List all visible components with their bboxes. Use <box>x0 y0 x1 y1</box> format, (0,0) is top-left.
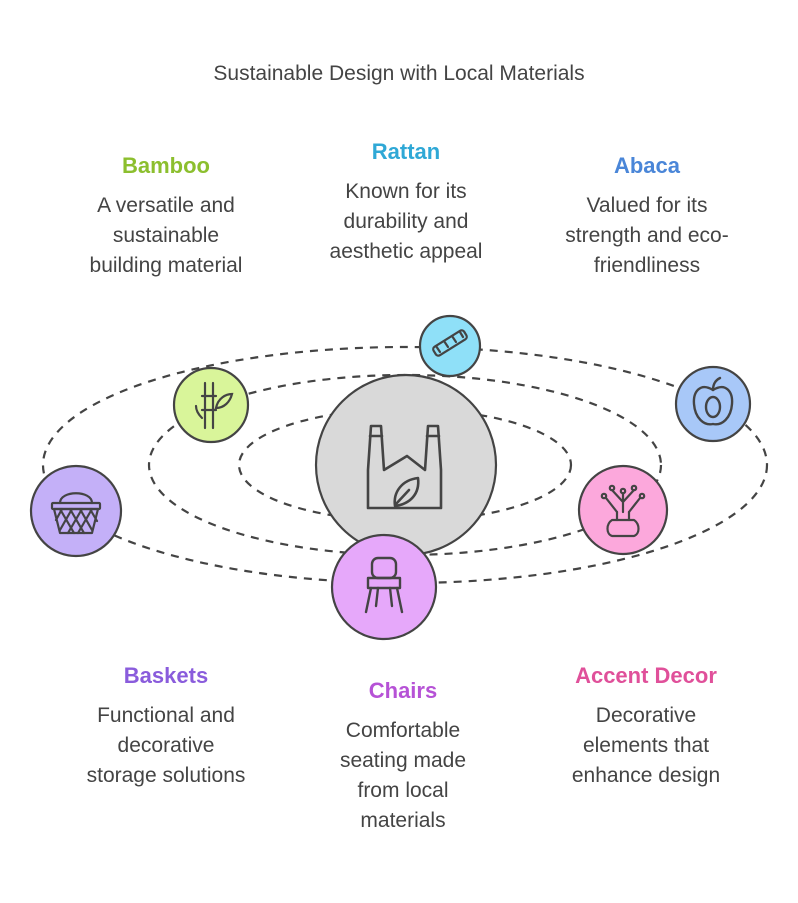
bamboo-label: Bamboo <box>122 153 210 178</box>
rattan-label: Rattan <box>371 139 441 164</box>
chair-icon <box>364 556 404 614</box>
rattan-cane-icon <box>432 329 468 357</box>
vase-decor-icon <box>600 484 646 538</box>
eco-factory-icon <box>366 424 443 510</box>
bamboo-node <box>172 366 250 444</box>
center-node <box>314 373 498 557</box>
orbit-outer <box>41 345 769 585</box>
baskets-label: Baskets <box>123 663 209 688</box>
chairs-label: Chairs <box>368 678 438 703</box>
abaca-fruit-icon <box>692 376 734 426</box>
rattan-node <box>418 314 482 378</box>
abaca-label: Abaca <box>613 153 681 178</box>
baskets-node <box>29 464 123 558</box>
abaca-node <box>674 365 752 443</box>
basket-icon <box>50 492 102 535</box>
diagram-title: Sustainable Design with Local Materials <box>213 62 585 85</box>
chairs-node <box>330 533 438 641</box>
bamboo-icon <box>194 381 234 430</box>
accent-decor-label: Accent Decor <box>575 663 717 688</box>
accent-decor-node <box>577 464 669 556</box>
